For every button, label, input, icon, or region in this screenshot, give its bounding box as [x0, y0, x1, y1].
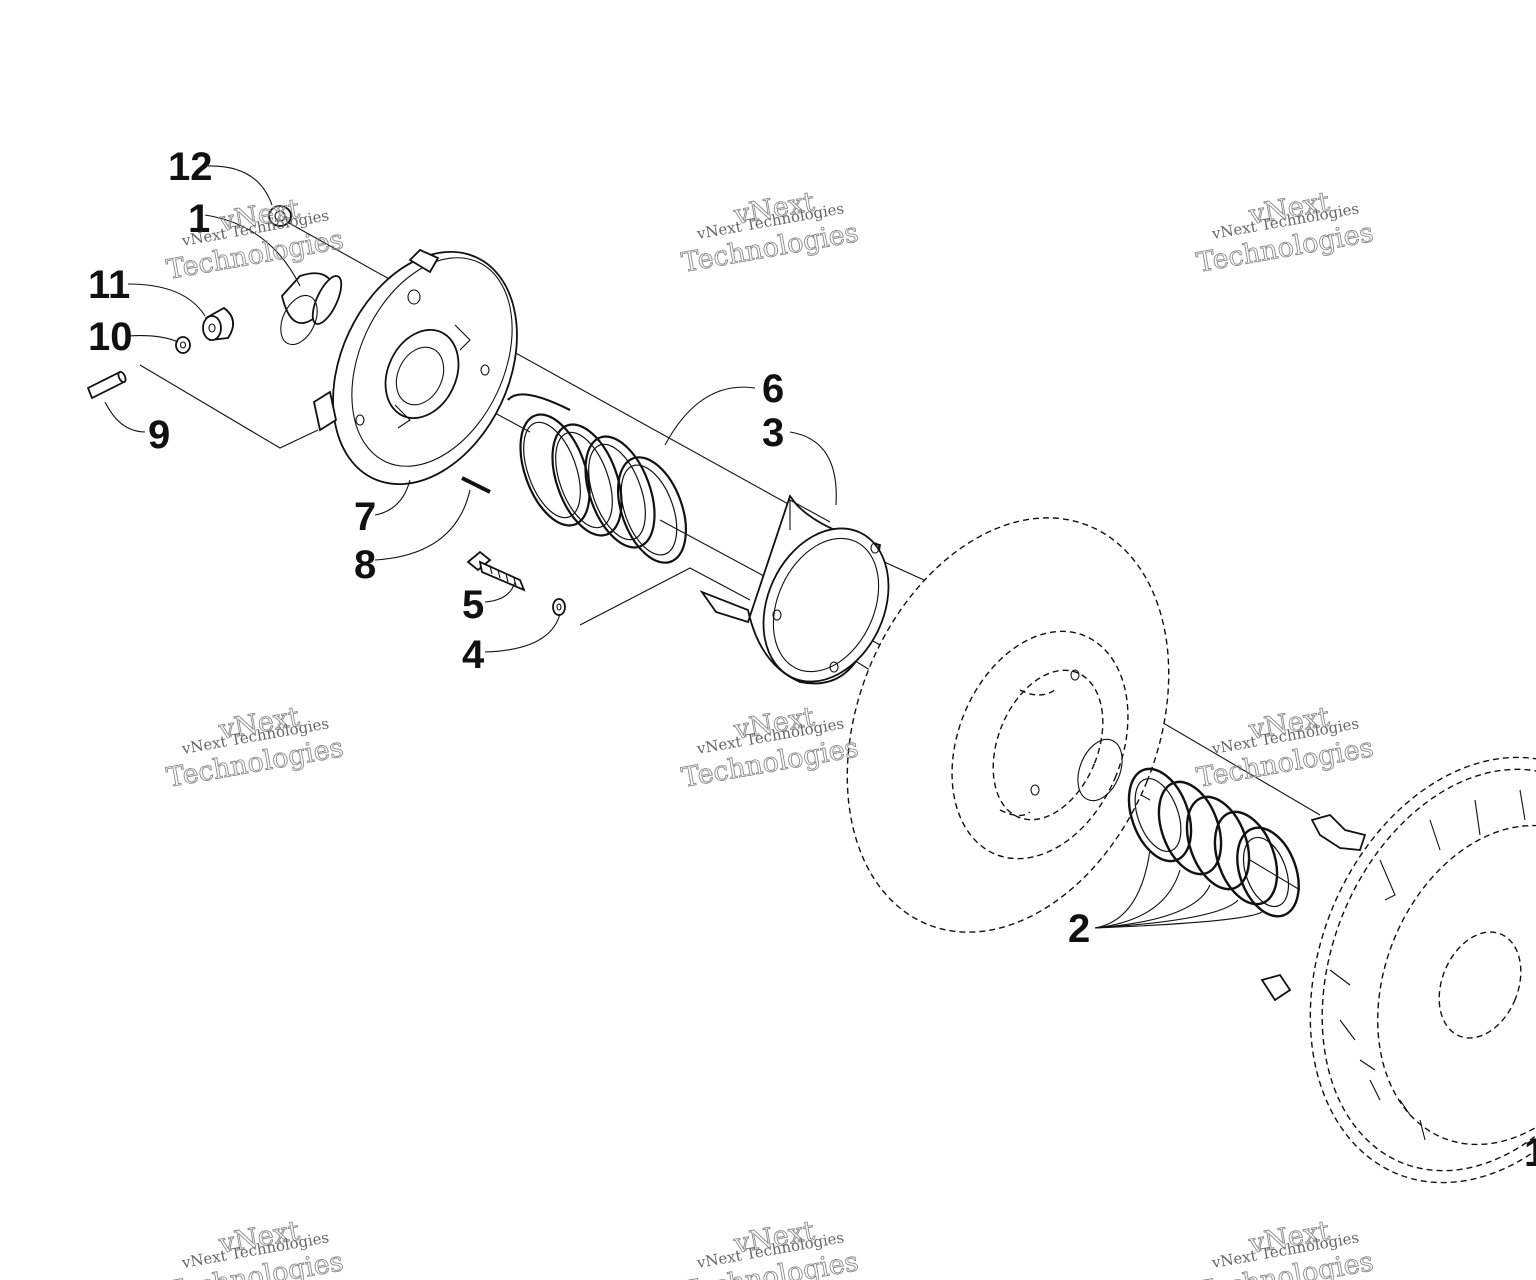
leader-lines — [104, 165, 1263, 929]
part-12-nut — [268, 205, 292, 227]
part-11-roller — [202, 306, 234, 341]
movable-sheave — [846, 517, 1170, 933]
callouts: 12 1 11 10 9 7 8 6 3 5 4 2 1 — [88, 145, 1536, 1175]
watermark-tile: vNext vNext Technologies Technologies — [164, 1215, 346, 1280]
callout-9: 9 — [148, 413, 170, 457]
callout-3: 3 — [762, 411, 784, 455]
part-6-spring — [507, 393, 687, 564]
watermark-tile: vNext vNext Technologies Technologies — [1194, 186, 1376, 279]
part-3-cam — [699, 494, 890, 685]
watermark-tile: vNext vNext Technologies Technologies — [164, 701, 346, 794]
watermarks: vNext vNext Technologies Technologies vN… — [164, 186, 1376, 1280]
part-9-pin — [86, 370, 127, 400]
part-8-pin — [461, 476, 491, 494]
watermark-tile: vNext vNext Technologies Technologies — [679, 186, 861, 279]
watermark-tile: vNext vNext Technologies Technologies — [1194, 701, 1376, 794]
callout-1-right: 1 — [1524, 1131, 1536, 1175]
part-7-cover-plate — [312, 248, 518, 486]
watermark-tile: vNext vNext Technologies Technologies — [164, 193, 346, 286]
callout-12: 12 — [168, 145, 213, 189]
callout-6: 6 — [762, 367, 784, 411]
watermark-tile: vNext vNext Technologies Technologies — [679, 701, 861, 794]
part-2-spring-stack — [1127, 767, 1300, 918]
callout-1: 1 — [188, 197, 210, 241]
fixed-sheave — [1260, 756, 1536, 1184]
callout-8: 8 — [354, 543, 376, 587]
watermark-tile: vNext vNext Technologies Technologies — [1194, 1215, 1376, 1280]
callout-4: 4 — [462, 633, 485, 677]
callout-2: 2 — [1068, 907, 1090, 951]
callout-10: 10 — [88, 315, 133, 359]
part-4-washer — [552, 598, 566, 616]
watermark-tile: vNext vNext Technologies Technologies — [679, 1215, 861, 1280]
part-1-bushing — [280, 272, 343, 346]
callout-11: 11 — [88, 263, 130, 307]
callout-7: 7 — [354, 495, 376, 539]
part-5-bolt — [466, 550, 526, 592]
callout-5: 5 — [462, 583, 484, 627]
part-10-washer — [175, 336, 191, 354]
